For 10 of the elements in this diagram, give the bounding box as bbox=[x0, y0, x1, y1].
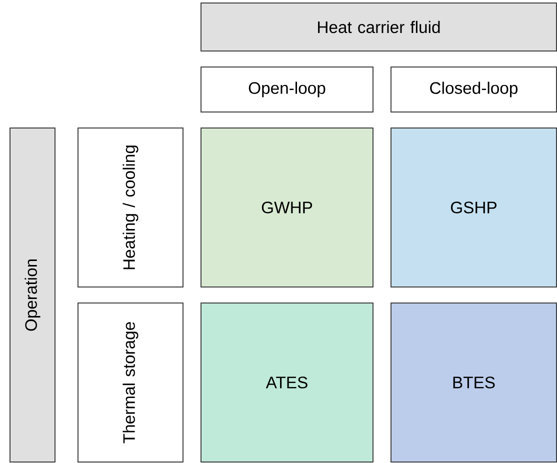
header-box: Thermal storage bbox=[78, 302, 184, 462]
header-box: Heat carrier fluid bbox=[200, 2, 557, 52]
category-box: ATES bbox=[200, 302, 374, 462]
category-box: BTES bbox=[390, 302, 557, 462]
header-box: Closed-loop bbox=[390, 66, 557, 112]
category-box: GWHP bbox=[200, 128, 374, 288]
header-box: Heating / cooling bbox=[78, 128, 184, 288]
header-box: Open-loop bbox=[200, 66, 374, 112]
category-box: GSHP bbox=[390, 128, 557, 288]
header-box: Operation bbox=[10, 128, 56, 462]
